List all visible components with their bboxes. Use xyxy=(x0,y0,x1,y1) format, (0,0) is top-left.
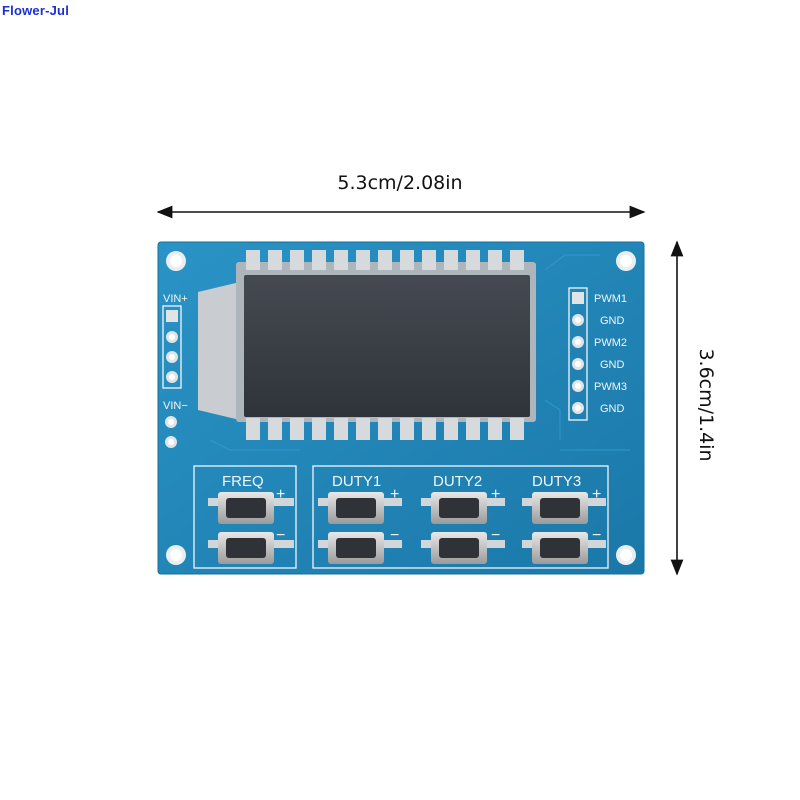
lcd-screen xyxy=(244,275,530,417)
width-dimension-label: 5.3cm/2.08in xyxy=(337,172,463,194)
pin-label-gnd2: GND xyxy=(600,359,625,371)
lcd-pins-top xyxy=(246,250,524,270)
mounting-holes xyxy=(166,251,636,565)
duty3-plus-sign: + xyxy=(592,486,601,503)
pin-label-pwm3: PWM3 xyxy=(594,381,627,393)
duty3-minus-button[interactable] xyxy=(522,532,606,564)
freq-group-outline xyxy=(193,465,297,569)
duty-group-outline xyxy=(312,465,609,569)
freq-minus-sign: − xyxy=(276,527,285,544)
freq-label: FREQ xyxy=(222,473,264,490)
duty1-minus-sign: − xyxy=(390,527,399,544)
pin-label-gnd1: GND xyxy=(600,315,625,327)
duty2-minus-sign: − xyxy=(491,527,500,544)
duty3-minus-sign: − xyxy=(592,527,601,544)
duty1-minus-button[interactable] xyxy=(318,532,402,564)
pin-label-gnd3: GND xyxy=(600,403,625,415)
vin-plus-label: VIN+ xyxy=(163,293,188,305)
power-header xyxy=(162,305,182,448)
pin-label-pwm1: PWM1 xyxy=(594,293,627,305)
freq-minus-button[interactable] xyxy=(208,532,294,564)
freq-plus-sign: + xyxy=(276,486,285,503)
vin-minus-label: VIN− xyxy=(163,400,188,412)
duty2-plus-sign: + xyxy=(491,486,500,503)
pin-label-pwm2: PWM2 xyxy=(594,337,627,349)
lcd-side-frame xyxy=(198,282,240,420)
duty2-plus-button[interactable] xyxy=(421,492,505,524)
freq-plus-button[interactable] xyxy=(208,492,294,524)
watermark-logo: Flower-Jul xyxy=(2,3,70,18)
pcb-traces xyxy=(209,254,630,451)
output-header xyxy=(568,287,588,421)
duty1-plus-button[interactable] xyxy=(318,492,402,524)
duty1-label: DUTY1 xyxy=(332,473,381,490)
duty2-label: DUTY2 xyxy=(433,473,482,490)
duty3-label: DUTY3 xyxy=(532,473,581,490)
duty2-minus-button[interactable] xyxy=(421,532,505,564)
duty1-plus-sign: + xyxy=(390,486,399,503)
lcd-pins-bottom xyxy=(246,418,524,440)
duty3-plus-button[interactable] xyxy=(522,492,606,524)
